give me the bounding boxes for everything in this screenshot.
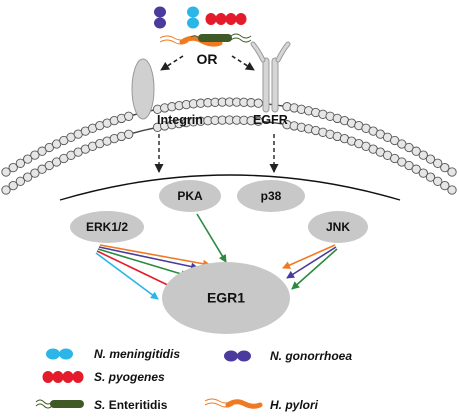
lipid-head <box>253 116 263 126</box>
p38-label: p38 <box>261 189 282 203</box>
lipid-head <box>447 185 457 195</box>
lipid-head <box>425 172 436 182</box>
signal-bracket <box>59 174 401 201</box>
lipid-head <box>433 176 443 186</box>
cell-membrane <box>1 97 457 195</box>
egfr-label: EGFR <box>253 113 288 127</box>
lipid-head <box>8 162 18 173</box>
lipid-head <box>418 168 428 178</box>
arrow-erk-egr1-meningitidis <box>95 252 159 300</box>
lipid-head <box>411 164 421 174</box>
s-pyogenes-icon <box>205 13 247 25</box>
lipid-head <box>425 154 436 164</box>
lipid-head <box>447 167 457 177</box>
lipid-head <box>44 142 54 153</box>
erk-label: ERK1/2 <box>86 220 128 234</box>
jnk-label: JNK <box>326 220 350 234</box>
lipid-head <box>15 176 26 186</box>
pka-label: PKA <box>177 189 203 203</box>
egr1-node: EGR1 <box>162 262 290 334</box>
pathogens-top: OR <box>154 6 255 71</box>
lipid-head <box>30 150 40 160</box>
legend-item-n-meningitidis: N. meningitidis <box>46 347 180 361</box>
integrin-label: Integrin <box>157 113 203 127</box>
legend-s-enteritidis-species: Enteritidis <box>109 398 168 412</box>
lipid-head <box>44 160 54 171</box>
lipid-head <box>30 168 40 178</box>
n-gonorrhoea-icon <box>154 6 166 29</box>
legend-s-enteritidis-label: S. Enteritidis <box>94 398 168 412</box>
lipid-head <box>23 154 33 164</box>
legend-item-s-enteritidis: S. Enteritidis <box>35 398 168 412</box>
lipid-head <box>1 185 11 195</box>
lipid-head <box>418 150 428 160</box>
arrow-erk-egr1-gonorrhoea <box>98 246 199 271</box>
lipid-head <box>37 164 47 174</box>
legend-s-pyogenes-icon <box>42 371 84 383</box>
lipid-heads-outer <box>1 97 457 177</box>
erk-node: ERK1/2 <box>70 211 144 243</box>
integrin-receptor: Integrin <box>131 58 203 173</box>
pathway-arrows <box>95 213 338 300</box>
legend-h-pylori-label: H. pylori <box>270 398 319 412</box>
legend-n-gonorrhoea-label: N. gonorrhoea <box>270 349 352 363</box>
legend-s-pyogenes-label: S. pyogenes <box>94 370 165 384</box>
lipid-head <box>440 162 450 173</box>
lipid-head <box>124 111 134 121</box>
arrow-jnk-egr1-gonorrhoea <box>286 246 337 279</box>
lipid-head <box>124 129 134 139</box>
legend-s-enteritidis-genus: S. <box>94 398 105 412</box>
lipid-head <box>37 146 47 156</box>
legend-n-meningitidis-icon <box>46 348 60 360</box>
legend: N. meningitidis N. gonorrhoea S. pyogene… <box>35 347 352 412</box>
lipid-head <box>1 167 11 177</box>
legend-n-gonorrhoea-icon <box>224 350 238 362</box>
legend-s-enteritidis-icon <box>35 399 84 409</box>
arrow-erk-egr1-pyogenes <box>96 250 177 290</box>
lipid-heads-inner <box>1 115 457 195</box>
arrow-to-egfr <box>231 55 255 71</box>
lipid-head <box>404 142 414 153</box>
lipid-head <box>15 158 26 168</box>
arrow-erk-egr1-hpylori <box>99 244 211 268</box>
lipid-head <box>433 158 443 168</box>
legend-item-s-pyogenes: S. pyogenes <box>42 370 165 384</box>
legend-n-meningitidis-label: N. meningitidis <box>94 347 180 361</box>
lipid-head <box>8 180 18 191</box>
legend-item-h-pylori: H. pylori <box>204 398 319 412</box>
lipid-head <box>23 172 33 182</box>
n-meningitidis-icon <box>187 6 199 29</box>
arrow-jnk-egr1-hpylori <box>282 244 336 269</box>
p38-node: p38 <box>237 180 305 212</box>
egfr-receptor: EGFR <box>250 41 291 173</box>
jnk-node: JNK <box>308 211 368 243</box>
lipid-head <box>411 146 421 156</box>
arrow-pka-egr1 <box>196 213 227 263</box>
arrow-erk-egr1-enteritidis <box>97 248 189 278</box>
lipid-head <box>440 180 450 191</box>
pka-node: PKA <box>159 180 221 212</box>
legend-h-pylori-icon <box>204 398 263 409</box>
lipid-head <box>404 160 414 171</box>
legend-item-n-gonorrhoea: N. gonorrhoea <box>224 349 352 363</box>
lipid-head <box>253 98 263 108</box>
arrow-to-integrin <box>160 55 184 71</box>
or-label: OR <box>197 51 218 67</box>
s-enteritidis-icon <box>190 33 252 43</box>
arrow-jnk-egr1-enteritidis <box>291 248 338 290</box>
egr1-label: EGR1 <box>207 290 245 306</box>
